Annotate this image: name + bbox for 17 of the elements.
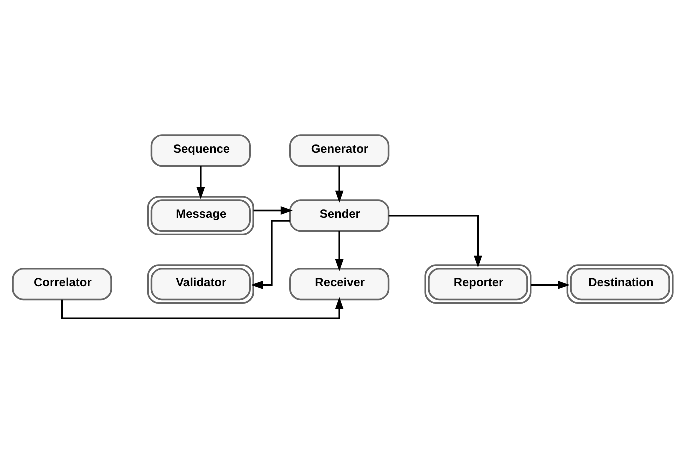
node-box: Correlator	[12, 268, 112, 301]
node-box: Validator	[147, 264, 254, 304]
node-box: Sender	[290, 200, 390, 232]
arrow	[61, 297, 344, 320]
arrow	[531, 281, 570, 290]
arrow	[254, 206, 293, 215]
node-box: Sequence	[150, 134, 251, 168]
arrow	[388, 215, 482, 268]
arrow	[196, 166, 206, 200]
node-box: Destination	[566, 264, 674, 304]
node-box: Generator	[290, 134, 390, 168]
arrow	[335, 231, 344, 272]
node-box: Message	[147, 196, 254, 236]
node-box: Receiver	[290, 268, 390, 301]
arrow	[335, 166, 344, 203]
arrow	[251, 220, 290, 290]
node-box: Reporter	[424, 264, 532, 304]
